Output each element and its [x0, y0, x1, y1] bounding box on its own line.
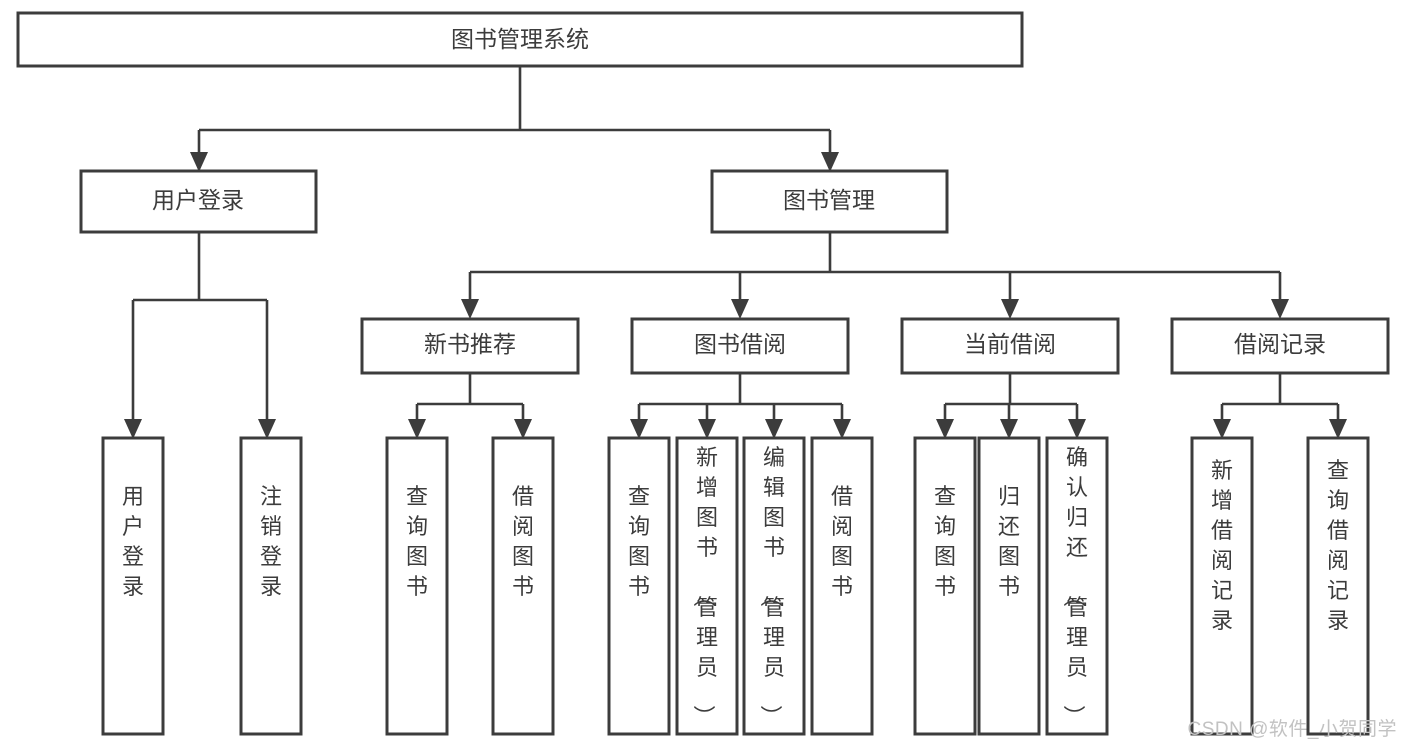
node-user-login[interactable]: 用户登录 — [79, 169, 318, 234]
arrow-head-book-borrow — [731, 299, 749, 319]
arrow-head-leaf-bb-3 — [765, 419, 783, 439]
leaf-nbr-1-label: 查询图书 — [406, 484, 428, 599]
node-book-borrow-label: 图书借阅 — [694, 331, 786, 357]
arrow-head-borrow-records — [1271, 299, 1289, 319]
edge-group-book-borrow — [630, 373, 851, 439]
leaf-node[interactable]: 新增图书（管理员） — [675, 436, 739, 736]
leaf-node[interactable]: 编辑图书（管理员） — [742, 436, 806, 736]
node-root-box[interactable] — [16, 11, 1024, 68]
arrow-head-leaf-bb-4 — [833, 419, 851, 439]
leaf-br-1-box[interactable] — [1190, 436, 1254, 736]
leaf-bb-3-label: 编辑图书（管理员） — [758, 445, 785, 727]
leaf-bb-4-label: 借阅图书 — [831, 484, 853, 599]
node-root-label: 图书管理系统 — [451, 26, 589, 52]
leaf-bb-4-box[interactable] — [810, 436, 874, 736]
edge-group-root — [190, 66, 839, 172]
leaf-node[interactable]: 确认归还（管理员） — [1045, 436, 1109, 736]
leaf-bb-2-box[interactable] — [675, 436, 739, 736]
arrow-head-leaf-bb-1 — [630, 419, 648, 439]
watermark: CSDN @软件_小贺同学 — [1187, 719, 1397, 740]
leaf-cb-2-label: 归还图书 — [998, 484, 1020, 599]
node-borrow-records-label: 借阅记录 — [1234, 331, 1326, 357]
leaf-br-1-label: 新增借阅记录 — [1211, 458, 1233, 633]
node-borrow-records-box[interactable] — [1170, 317, 1390, 375]
arrow-head-user-login — [190, 152, 208, 172]
leaf-node[interactable]: 借阅图书 — [491, 436, 555, 736]
leaf-bb-1-box[interactable] — [607, 436, 671, 736]
leaf-node[interactable]: 查询图书 — [913, 436, 977, 736]
node-borrow-records[interactable]: 借阅记录 — [1170, 317, 1390, 375]
leaf-cb-1-box[interactable] — [913, 436, 977, 736]
leaf-user-login-1-label: 用户登录 — [122, 484, 144, 599]
arrow-head-new-book-recommend — [461, 299, 479, 319]
node-current-borrow-box[interactable] — [900, 317, 1120, 375]
arrow-head-leaf-bb-2 — [698, 419, 716, 439]
node-user-login-box[interactable] — [79, 169, 318, 234]
node-new-book-recommend[interactable]: 新书推荐 — [360, 317, 580, 375]
leaf-node[interactable]: 注销登录 — [239, 436, 303, 736]
node-new-book-recommend-box[interactable] — [360, 317, 580, 375]
arrow-head-current-borrow — [1001, 299, 1019, 319]
node-book-management-label: 图书管理 — [783, 187, 875, 213]
arrow-head-leaf-br-2 — [1329, 419, 1347, 439]
arrow-head-leaf-nbr-1 — [408, 419, 426, 439]
leaf-cb-1-label: 查询图书 — [934, 484, 956, 599]
leaf-user-login-2-box[interactable] — [239, 436, 303, 736]
leaf-nbr-2-label: 借阅图书 — [512, 484, 534, 599]
leaf-node[interactable]: 查询图书 — [607, 436, 671, 736]
arrow-head-leaf-br-1 — [1213, 419, 1231, 439]
leaf-node[interactable]: 查询图书 — [385, 436, 449, 736]
leaf-br-2-box[interactable] — [1306, 436, 1370, 736]
leaf-nbr-1-box[interactable] — [385, 436, 449, 736]
node-book-management[interactable]: 图书管理 — [710, 169, 949, 234]
edge-group-new-book-recommend — [408, 373, 532, 439]
leaf-node[interactable]: 用户登录 — [101, 436, 165, 736]
leaf-node[interactable]: 借阅图书 — [810, 436, 874, 736]
leaf-node[interactable]: 归还图书 — [977, 436, 1041, 736]
leaf-user-login-1-box[interactable] — [101, 436, 165, 736]
arrow-head-leaf-cb-2 — [1000, 419, 1018, 439]
node-current-borrow[interactable]: 当前借阅 — [900, 317, 1120, 375]
arrow-head-leaf-nbr-2 — [514, 419, 532, 439]
leaf-nbr-2-box[interactable] — [491, 436, 555, 736]
leaf-cb-2-box[interactable] — [977, 436, 1041, 736]
edge-group-current-borrow — [936, 373, 1086, 439]
node-user-login-label: 用户登录 — [152, 187, 244, 213]
edge-group-book-mgmt — [461, 233, 1289, 319]
arrow-head-leaf-cb-1 — [936, 419, 954, 439]
node-book-management-box[interactable] — [710, 169, 949, 234]
leaf-bb-1-label: 查询图书 — [628, 484, 650, 599]
leaf-node[interactable]: 查询借阅记录 — [1306, 436, 1370, 736]
edge-group-borrow-records — [1213, 373, 1347, 439]
node-new-book-recommend-label: 新书推荐 — [424, 331, 516, 357]
arrow-head-book-mgmt — [821, 152, 839, 172]
leaf-br-2-label: 查询借阅记录 — [1327, 458, 1349, 633]
arrow-head-leaf-user-login-2 — [258, 419, 276, 439]
leaf-cb-3-box[interactable] — [1045, 436, 1109, 736]
edge-group-user-login — [124, 233, 276, 439]
leaf-user-login-2-label: 注销登录 — [260, 484, 282, 599]
leaf-node[interactable]: 新增借阅记录 — [1190, 436, 1254, 736]
node-root[interactable]: 图书管理系统 — [16, 11, 1024, 68]
node-book-borrow-box[interactable] — [630, 317, 850, 375]
leaf-bb-3-box[interactable] — [742, 436, 806, 736]
leaf-cb-3-label: 确认归还（管理员） — [1061, 445, 1088, 727]
leaf-bb-2-label: 新增图书（管理员） — [691, 445, 718, 727]
arrow-head-leaf-user-login-1 — [124, 419, 142, 439]
node-current-borrow-label: 当前借阅 — [964, 331, 1056, 357]
arrow-head-leaf-cb-3 — [1068, 419, 1086, 439]
node-book-borrow[interactable]: 图书借阅 — [630, 317, 850, 375]
